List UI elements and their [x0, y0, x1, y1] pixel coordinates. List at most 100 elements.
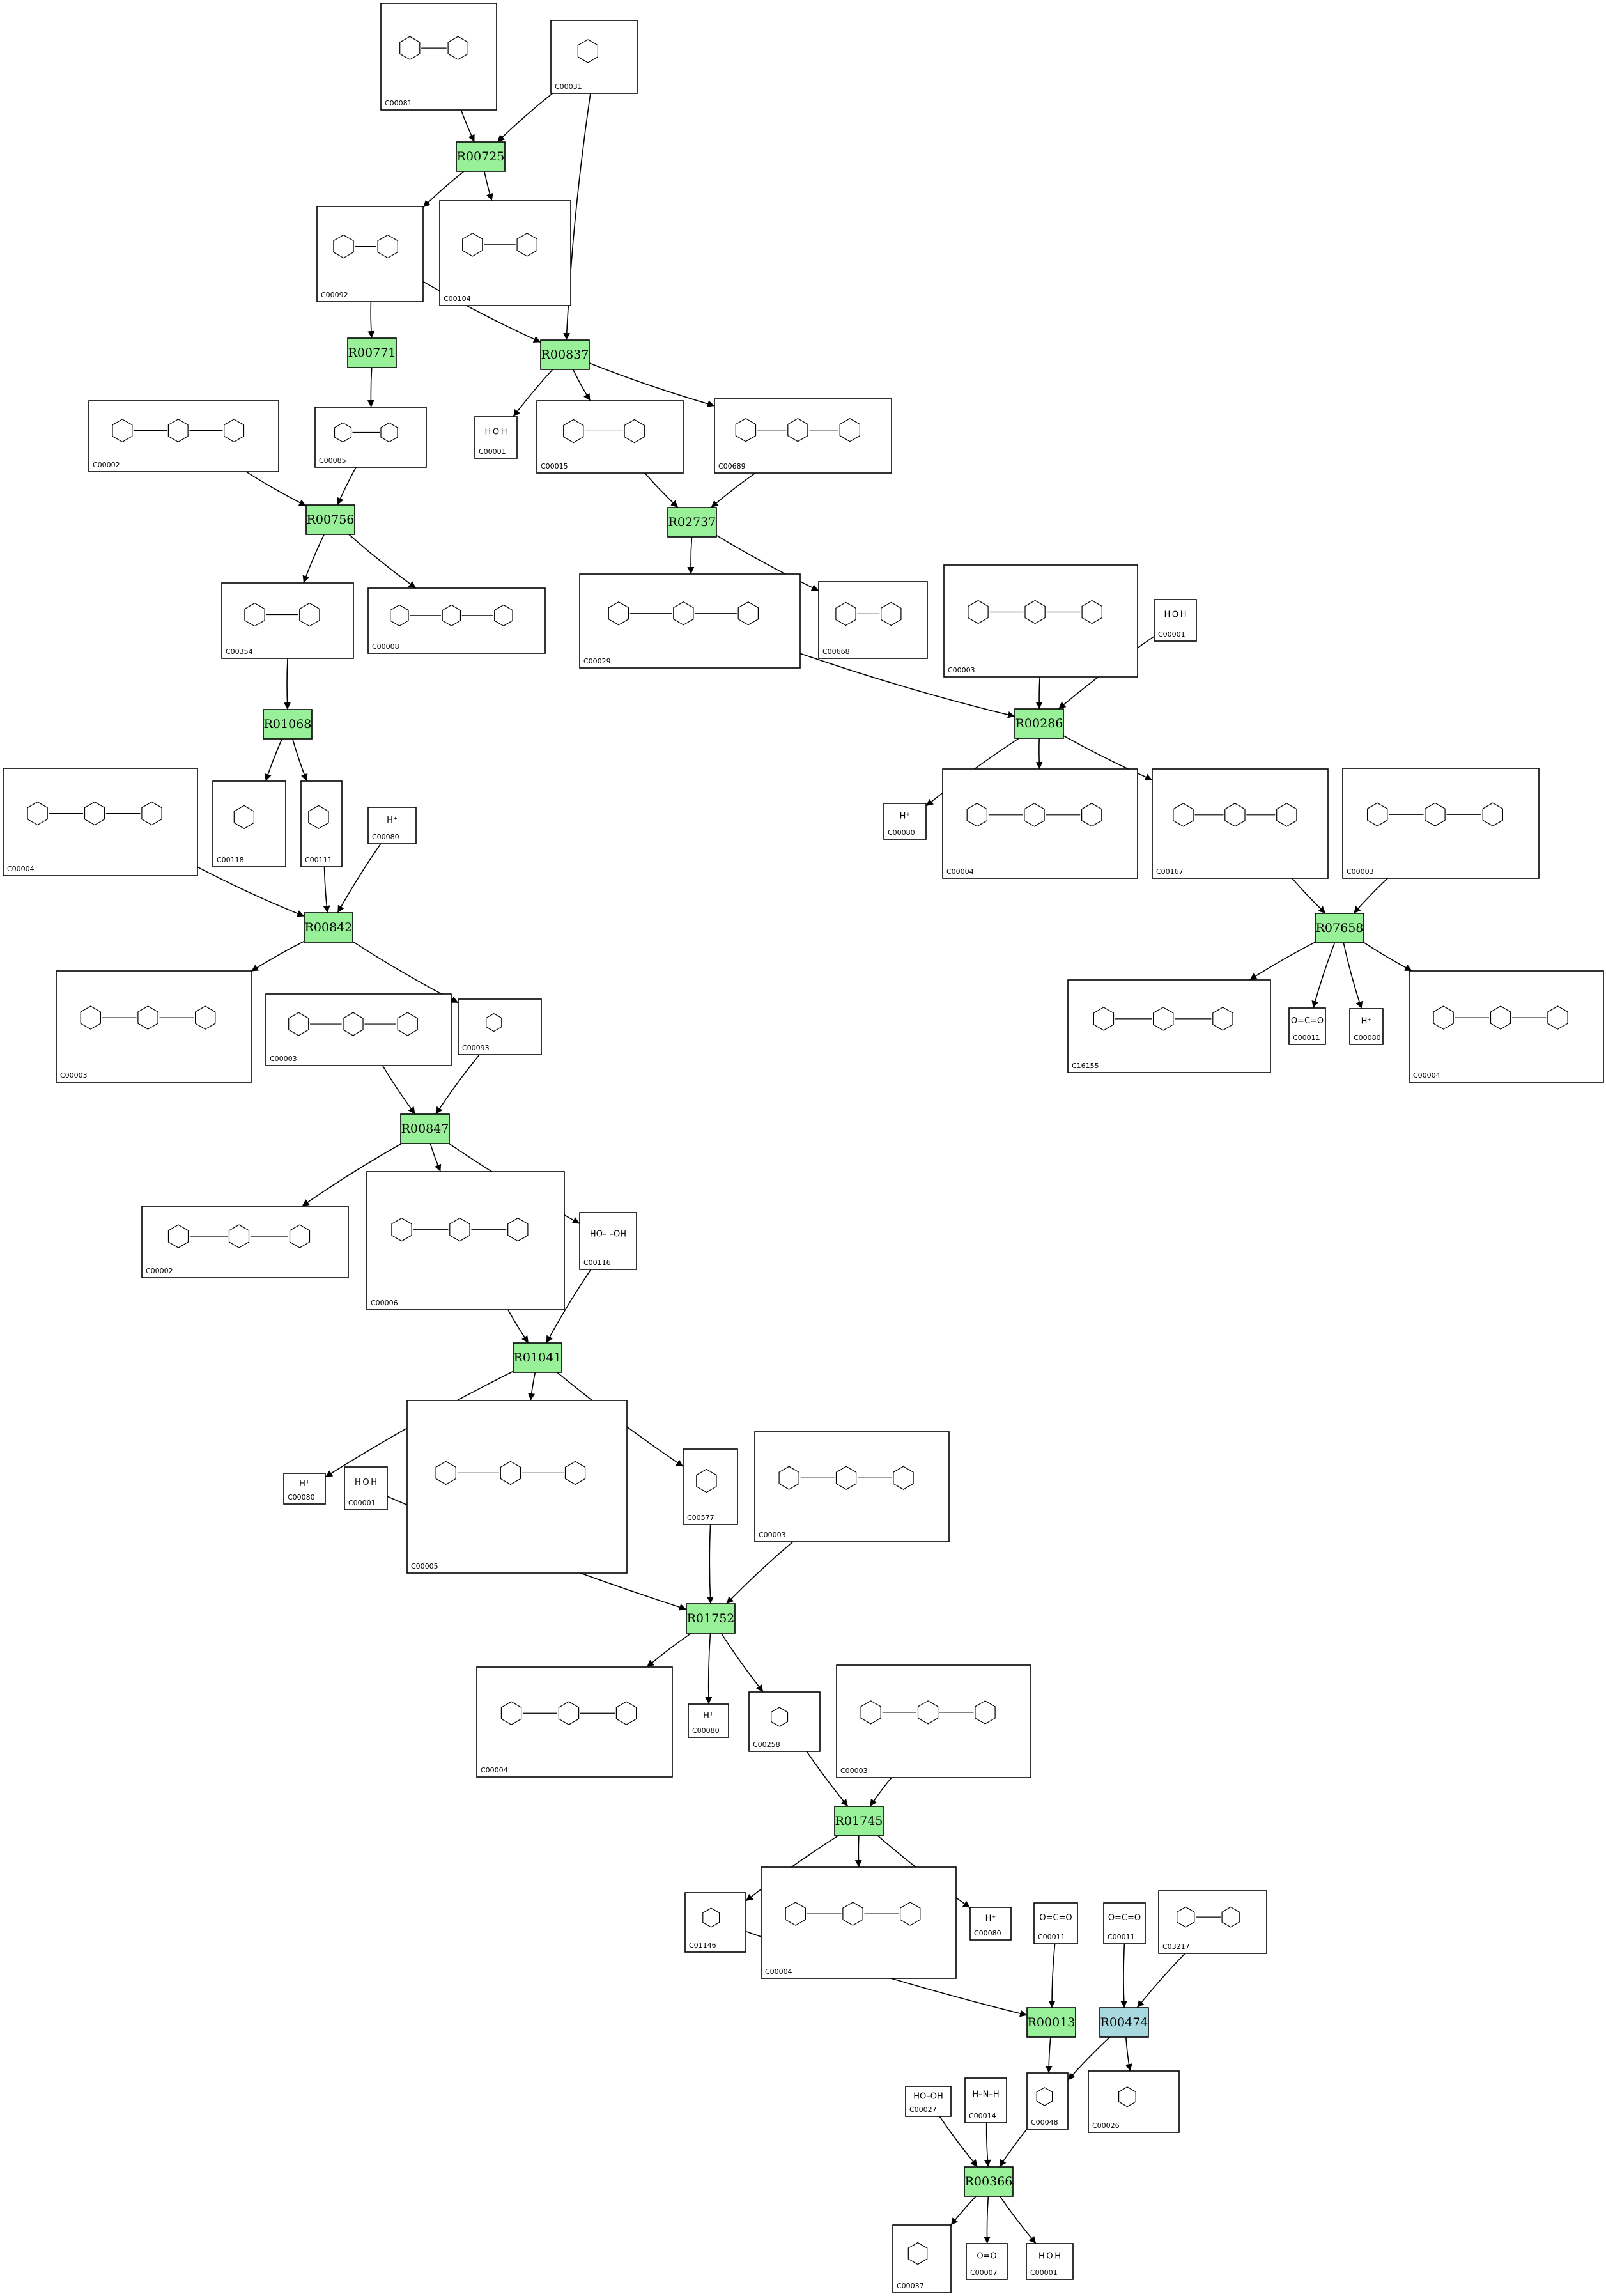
- compound-c00003[interactable]: C00003: [1342, 768, 1540, 879]
- compound-c00080[interactable]: H⁺C00080: [883, 803, 927, 840]
- reaction-box[interactable]: [667, 507, 717, 538]
- compound-c00167[interactable]: C00167: [1152, 768, 1329, 879]
- compound-c00111[interactable]: C00111: [300, 780, 343, 867]
- compound-c00003[interactable]: C00003: [265, 993, 452, 1066]
- compound-box[interactable]: [942, 768, 1138, 879]
- compound-box[interactable]: [406, 1400, 628, 1574]
- compound-c00104[interactable]: C00104: [439, 200, 571, 306]
- reaction-box[interactable]: [1014, 708, 1064, 739]
- compound-box[interactable]: [1067, 979, 1271, 1073]
- reaction-r00847[interactable]: R00847: [400, 1113, 450, 1144]
- compound-c00015[interactable]: C00015: [536, 400, 684, 474]
- compound-c00008[interactable]: C00008: [367, 587, 546, 654]
- compound-box[interactable]: [905, 2086, 952, 2117]
- compound-c00029[interactable]: C00029: [579, 573, 801, 669]
- compound-box[interactable]: [265, 993, 452, 1066]
- compound-box[interactable]: [1288, 1007, 1326, 1045]
- reaction-box[interactable]: [1099, 2007, 1149, 2038]
- reaction-r00771[interactable]: R00771: [347, 337, 397, 368]
- reaction-box[interactable]: [513, 1342, 562, 1373]
- reaction-box[interactable]: [305, 504, 355, 535]
- compound-box[interactable]: [283, 1473, 326, 1505]
- compound-c00080[interactable]: H⁺C00080: [688, 1703, 729, 1738]
- compound-c00085[interactable]: C00085: [314, 407, 427, 468]
- reaction-box[interactable]: [1026, 2007, 1076, 2038]
- compound-box[interactable]: [969, 1907, 1012, 1941]
- compound-box[interactable]: [818, 581, 928, 659]
- compound-c00003[interactable]: C00003: [836, 1664, 1031, 1778]
- compound-box[interactable]: [892, 2224, 952, 2293]
- compound-box[interactable]: [344, 1466, 388, 1510]
- reaction-r00756[interactable]: R00756: [305, 504, 355, 535]
- compound-c00689[interactable]: C00689: [714, 398, 892, 474]
- compound-box[interactable]: [300, 780, 343, 867]
- compound-box[interactable]: [1026, 2243, 1074, 2280]
- compound-box[interactable]: [883, 803, 927, 840]
- compound-c00080[interactable]: H⁺C00080: [283, 1473, 326, 1505]
- reaction-r00286[interactable]: R00286: [1014, 708, 1064, 739]
- compound-c00092[interactable]: C00092: [316, 206, 424, 302]
- compound-box[interactable]: [964, 2077, 1007, 2123]
- compound-c00002[interactable]: C00002: [141, 1206, 349, 1278]
- reaction-r00725[interactable]: R00725: [456, 141, 506, 172]
- compound-box[interactable]: [380, 3, 497, 111]
- reaction-box[interactable]: [456, 141, 506, 172]
- compound-box[interactable]: [536, 400, 684, 474]
- compound-box[interactable]: [579, 1212, 637, 1270]
- compound-c00006[interactable]: C00006: [366, 1171, 565, 1310]
- compound-box[interactable]: [1349, 1008, 1384, 1045]
- compound-box[interactable]: [367, 807, 417, 844]
- compound-c16155[interactable]: C16155: [1067, 979, 1271, 1073]
- compound-c00003[interactable]: C00003: [56, 970, 252, 1083]
- reaction-box[interactable]: [540, 339, 590, 370]
- compound-c00031[interactable]: C00031: [550, 20, 638, 94]
- compound-box[interactable]: [1409, 970, 1604, 1083]
- compound-c00093[interactable]: C00093: [458, 998, 542, 1055]
- compound-box[interactable]: [1154, 599, 1197, 642]
- compound-box[interactable]: [88, 400, 279, 472]
- compound-box[interactable]: [1103, 1902, 1146, 1944]
- compound-box[interactable]: [56, 970, 252, 1083]
- reaction-r00013[interactable]: R00013: [1026, 2007, 1076, 2038]
- compound-box[interactable]: [212, 780, 286, 867]
- compound-c00004[interactable]: C00004: [1409, 970, 1604, 1083]
- compound-box[interactable]: [1342, 768, 1540, 879]
- compound-box[interactable]: [683, 1448, 738, 1525]
- compound-c00004[interactable]: C00004: [942, 768, 1138, 879]
- compound-box[interactable]: [748, 1691, 821, 1752]
- compound-box[interactable]: [476, 1666, 673, 1778]
- compound-box[interactable]: [366, 1171, 565, 1310]
- compound-c00080[interactable]: H⁺C00080: [367, 807, 417, 844]
- compound-box[interactable]: [316, 206, 424, 302]
- reaction-r02737[interactable]: R02737: [667, 507, 717, 538]
- compound-c00002[interactable]: C00002: [88, 400, 279, 472]
- compound-box[interactable]: [221, 582, 354, 659]
- reaction-box[interactable]: [834, 1806, 884, 1836]
- reaction-box[interactable]: [304, 912, 353, 943]
- compound-box[interactable]: [684, 1892, 746, 1953]
- compound-c00003[interactable]: C00003: [943, 564, 1138, 678]
- compound-box[interactable]: [688, 1703, 729, 1738]
- compound-c00003[interactable]: C00003: [754, 1431, 950, 1542]
- compound-box[interactable]: [761, 1866, 957, 1979]
- reaction-r00842[interactable]: R00842: [304, 912, 353, 943]
- compound-box[interactable]: [439, 200, 571, 306]
- compound-box[interactable]: [367, 587, 546, 654]
- reaction-r07658[interactable]: R07658: [1315, 913, 1364, 943]
- reaction-r01752[interactable]: R01752: [686, 1603, 736, 1634]
- compound-box[interactable]: [474, 416, 518, 459]
- compound-box[interactable]: [1033, 1902, 1078, 1944]
- compound-box[interactable]: [966, 2243, 1008, 2280]
- compound-box[interactable]: [141, 1206, 349, 1278]
